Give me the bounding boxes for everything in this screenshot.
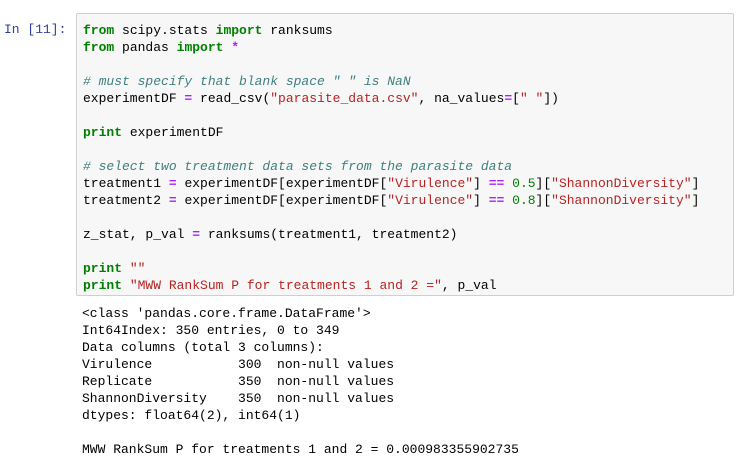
code-line: treatment2 = experimentDF[experimentDF["… xyxy=(83,192,699,209)
operator: = xyxy=(504,91,513,106)
output-line: Int64Index: 350 entries, 0 to 349 xyxy=(82,323,340,338)
code-text: , p_val xyxy=(441,278,497,293)
code-line: print "" xyxy=(83,260,699,277)
code-text: ] xyxy=(473,193,489,208)
code-text xyxy=(122,278,130,293)
code-text xyxy=(504,176,512,191)
keyword: import xyxy=(215,23,263,38)
code-line xyxy=(83,56,699,73)
code-text: ] xyxy=(691,176,700,191)
code-line: # must specify that blank space " " is N… xyxy=(83,73,699,90)
code-text xyxy=(504,193,512,208)
code-text: ranksums xyxy=(262,23,333,38)
code-line: print "MWW RankSum P for treatments 1 an… xyxy=(83,277,699,294)
output-line: Data columns (total 3 columns): xyxy=(82,340,324,355)
string-literal: "MWW RankSum P for treatments 1 and 2 =" xyxy=(129,278,442,293)
code-line: treatment1 = experimentDF[experimentDF["… xyxy=(83,175,699,192)
code-text: z_stat, p_val xyxy=(83,227,193,242)
input-prompt: In [11]: xyxy=(4,22,67,37)
operator: * xyxy=(231,40,240,55)
output-line xyxy=(82,424,519,441)
code-line xyxy=(83,243,699,260)
operator: == xyxy=(488,176,505,191)
code-text: ] xyxy=(473,176,489,191)
code-text: treatment2 xyxy=(83,193,169,208)
output-line: MWW RankSum P for treatments 1 and 2 = 0… xyxy=(82,442,519,457)
code-line: from pandas import * xyxy=(83,39,699,56)
string-literal: "Virulence" xyxy=(387,193,474,208)
code-text xyxy=(122,261,130,276)
code-text: treatment1 xyxy=(83,176,169,191)
cell-output: <class 'pandas.core.frame.DataFrame'> Int… xyxy=(82,305,519,458)
code-line: z_stat, p_val = ranksums(treatment1, tre… xyxy=(83,226,699,243)
keyword: print xyxy=(83,125,123,140)
code-line xyxy=(83,107,699,124)
code-text: scipy.stats xyxy=(114,23,216,38)
code-text: ][ xyxy=(535,176,552,191)
string-literal: "ShannonDiversity" xyxy=(551,176,692,191)
code-text: experimentDF xyxy=(122,125,224,140)
code-text: pandas xyxy=(114,40,177,55)
code-text: ][ xyxy=(535,193,552,208)
code-text: experimentDF[experimentDF[ xyxy=(176,193,388,208)
comment: # must specify that blank space " " is N… xyxy=(83,74,411,89)
operator: = xyxy=(168,176,177,191)
string-literal: "" xyxy=(129,261,146,276)
operator: == xyxy=(488,193,505,208)
code-line xyxy=(83,209,699,226)
number-literal: 0.5 xyxy=(512,176,536,191)
string-literal: "parasite_data.csv" xyxy=(270,91,419,106)
output-line: ShannonDiversity 350 non-null values xyxy=(82,391,395,406)
operator: = xyxy=(192,227,201,242)
code-text: , na_values xyxy=(418,91,505,106)
keyword: print xyxy=(83,261,123,276)
code-text: ranksums(treatment1, treatment2) xyxy=(200,227,458,242)
operator: = xyxy=(168,193,177,208)
comment: # select two treatment data sets from th… xyxy=(83,159,513,174)
output-line: Replicate 350 non-null values xyxy=(82,374,395,389)
number-literal: 0.8 xyxy=(512,193,536,208)
code-line xyxy=(83,141,699,158)
code-text: [ xyxy=(512,91,520,106)
code-line: # select two treatment data sets from th… xyxy=(83,158,699,175)
string-literal: "ShannonDiversity" xyxy=(551,193,692,208)
code-text: experimentDF[experimentDF[ xyxy=(176,176,388,191)
string-literal: "Virulence" xyxy=(387,176,474,191)
operator: = xyxy=(184,91,193,106)
output-line: Virulence 300 non-null values xyxy=(82,357,395,372)
code-text: read_csv( xyxy=(192,91,271,106)
keyword: import xyxy=(176,40,224,55)
keyword: from xyxy=(83,40,115,55)
code-text: ]) xyxy=(543,91,559,106)
code-line: from scipy.stats import ranksums xyxy=(83,22,699,39)
keyword: from xyxy=(83,23,115,38)
code-text: ] xyxy=(691,193,700,208)
code-line: experimentDF = read_csv("parasite_data.c… xyxy=(83,90,699,107)
code-text: experimentDF xyxy=(83,91,185,106)
output-line: <class 'pandas.core.frame.DataFrame'> xyxy=(82,306,371,321)
code-line: print experimentDF xyxy=(83,124,699,141)
output-line: dtypes: float64(2), int64(1) xyxy=(82,408,301,423)
keyword: print xyxy=(83,278,123,293)
string-literal: " " xyxy=(519,91,544,106)
